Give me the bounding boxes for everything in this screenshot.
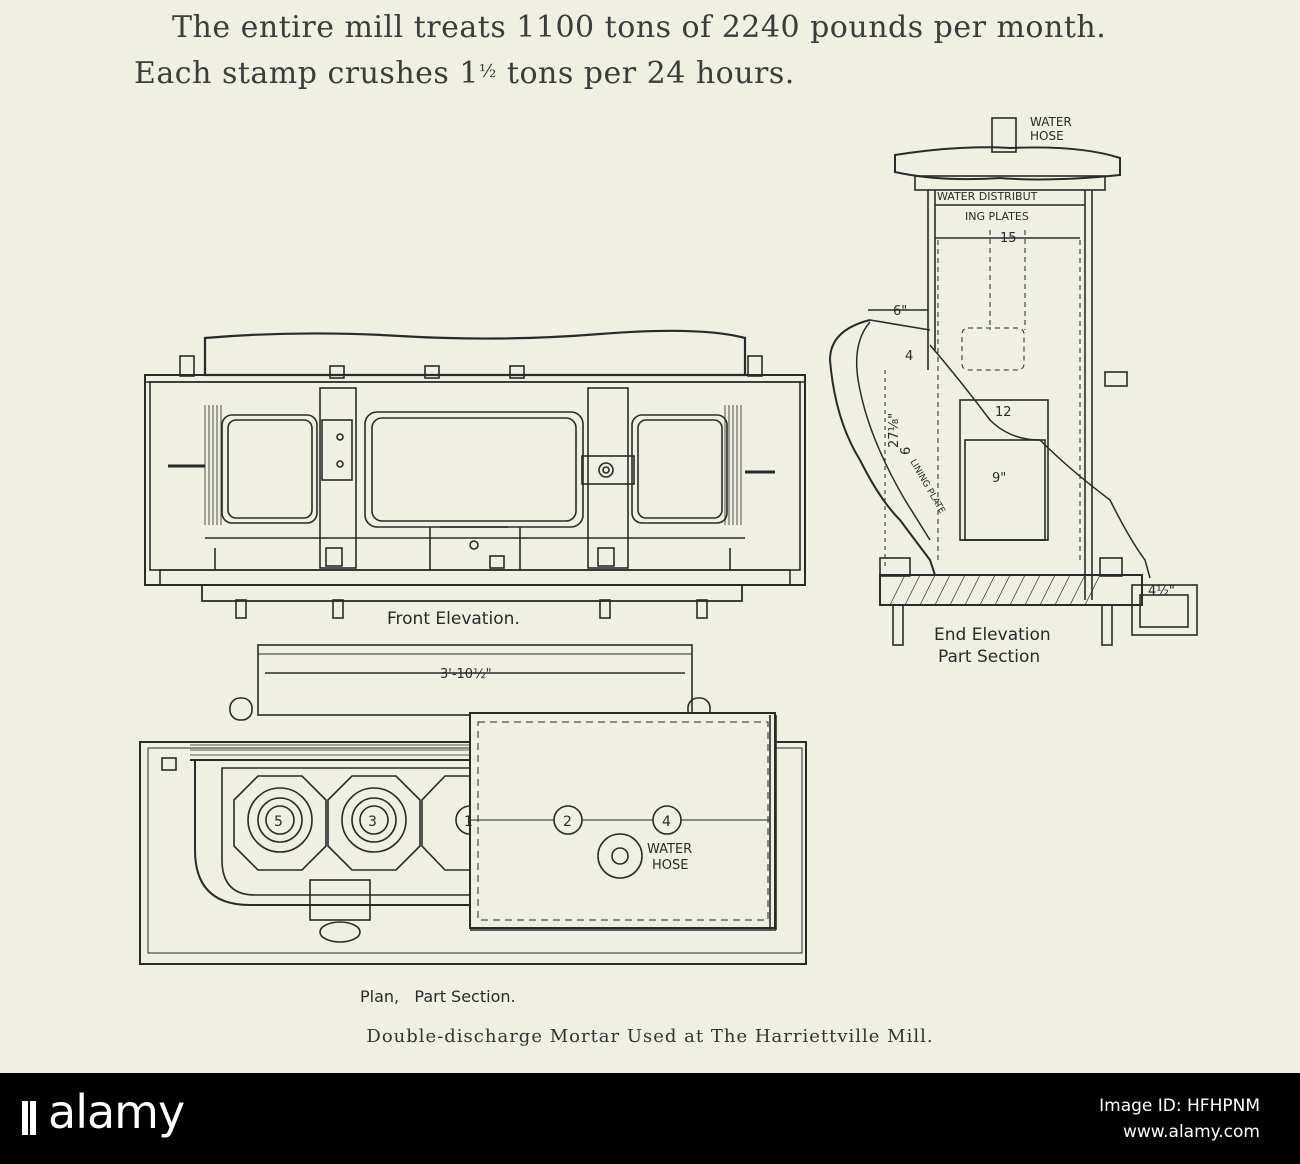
dim-9: 9" xyxy=(992,471,1006,486)
plan-section xyxy=(139,644,807,965)
front-elevation-label: Front Elevation. xyxy=(387,609,520,629)
dim-15: 15 xyxy=(1000,231,1017,246)
site-url: www.alamy.com xyxy=(1122,1122,1260,1142)
text-line-2-fraction: ½ xyxy=(478,61,497,82)
text-line-2: Each stamp crushes 1½ tons per 24 hours. xyxy=(134,56,795,91)
stamp-number-3: 3 xyxy=(368,814,377,830)
dim-27: 27⅛" xyxy=(887,413,902,448)
plan-water-label: WATER xyxy=(647,842,692,857)
end-elevation-label: End Elevation xyxy=(934,625,1051,645)
figure-caption: Double-discharge Mortar Used at The Harr… xyxy=(366,1026,934,1047)
text-line-2-end: tons per 24 hours. xyxy=(496,56,795,91)
stamp-boss-5 xyxy=(233,775,327,871)
dim-4: 4 xyxy=(905,349,913,364)
end-water-label: WATER xyxy=(1030,115,1072,129)
water-distributing-label: WATER DISTRIBUT xyxy=(937,190,1038,203)
plan-hose-label: HOSE xyxy=(652,858,688,873)
lining-plate-label: LINING PLATE xyxy=(907,458,946,516)
book-page: The entire mill treats 1100 tons of 2240… xyxy=(134,10,1198,1047)
stamp-number-2: 2 xyxy=(563,814,572,830)
text-line-1: The entire mill treats 1100 tons of 2240… xyxy=(172,10,1107,45)
text-line-2-start: Each stamp crushes 1 xyxy=(134,56,479,91)
brand-logo: alamy xyxy=(48,1085,185,1139)
end-hose-label: HOSE xyxy=(1030,129,1064,143)
dim-3-10: 3'-10½" xyxy=(440,667,492,682)
plan-label: Plan, Part Section. xyxy=(360,987,516,1006)
stamp-boss-3 xyxy=(327,775,421,871)
ing-plates-label: ING PLATES xyxy=(965,210,1029,223)
stamp-number-1: 1 xyxy=(464,814,473,830)
dim-6: 6" xyxy=(893,304,907,319)
stamp-number-4: 4 xyxy=(662,814,671,830)
dim-6b: 6 xyxy=(899,447,914,455)
end-elevation xyxy=(828,117,1198,646)
image-id: Image ID: HFHPNM xyxy=(1099,1096,1260,1116)
image-meta: Image ID: HFHPNM www.alamy.com xyxy=(1099,1093,1260,1145)
dim-4-half: 4½" xyxy=(1148,584,1175,599)
part-section-label: Part Section xyxy=(938,647,1040,667)
mortar-drawing: Front Elevation. xyxy=(139,115,1198,1006)
watermark-footer: alamy Image ID: HFHPNM www.alamy.com xyxy=(0,1073,1300,1164)
stamp-number-5: 5 xyxy=(274,814,283,830)
brand-icon xyxy=(22,1101,36,1135)
dim-12: 12 xyxy=(995,405,1012,420)
front-elevation xyxy=(144,329,806,619)
